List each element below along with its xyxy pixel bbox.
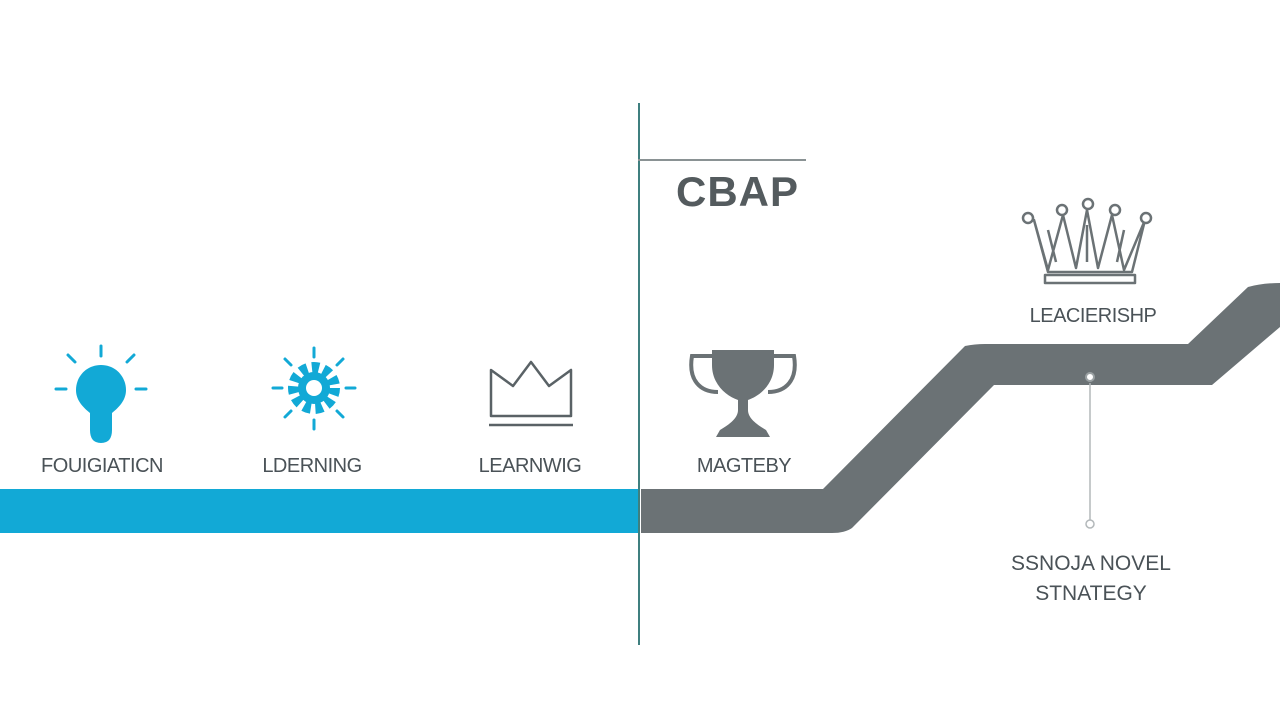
gear-icon bbox=[271, 346, 357, 431]
crown-outline-icon bbox=[489, 360, 573, 427]
crown-icon bbox=[1021, 197, 1153, 285]
callout-line-1: SSNOJA NOVEL bbox=[1011, 552, 1171, 575]
diagram-title: CBAP bbox=[676, 168, 800, 215]
lightbulb-icon bbox=[54, 344, 148, 443]
gray-growth-path bbox=[641, 283, 1280, 533]
trophy-icon bbox=[689, 350, 797, 437]
stage-label-foundation: FOUIGIATICN bbox=[41, 455, 163, 477]
stage-label-learnwig: LEARNWIG bbox=[478, 455, 582, 477]
stage-label-mastery: MAGTEBY bbox=[696, 455, 792, 477]
blue-progress-bar bbox=[0, 489, 638, 533]
callout-dot-bottom bbox=[1085, 519, 1095, 529]
callout-text: SSNOJA NOVEL STNATEGY bbox=[1000, 549, 1182, 609]
callout-line-2: STNATEGY bbox=[1035, 582, 1147, 605]
stage-label-leadership: LEACIERISHP bbox=[1029, 305, 1157, 327]
stage-label-learning: LDERNING bbox=[262, 455, 362, 477]
callout-dot-top bbox=[1085, 372, 1095, 382]
